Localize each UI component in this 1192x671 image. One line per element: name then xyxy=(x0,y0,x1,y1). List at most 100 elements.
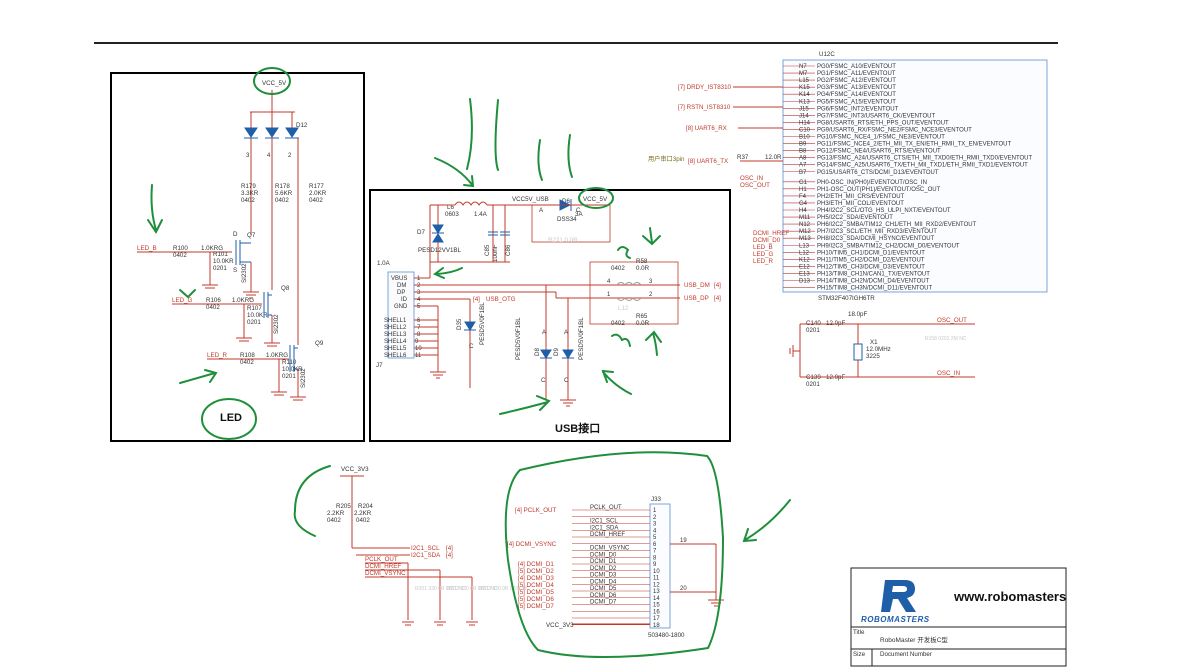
res-val: 3.3KR xyxy=(241,190,259,197)
mosfet-q9-icon xyxy=(289,345,298,372)
i2c-net: I2C1_SDA xyxy=(411,552,441,559)
cam-left-net: [4] DCMI_D1 xyxy=(518,561,554,568)
x1-freq: 12.0MHz xyxy=(866,346,891,353)
common-mode-choke-icon xyxy=(616,282,642,301)
faint-resistor: R158 0201 2M NC xyxy=(925,336,967,342)
rgb-led-icon xyxy=(244,127,299,139)
pin-number: 9 xyxy=(415,339,419,345)
usb-section-title: USB接口 xyxy=(555,421,600,435)
arrow-annotation xyxy=(567,134,573,178)
d7-ref: D7 xyxy=(417,229,425,236)
pin-a: A xyxy=(542,329,547,336)
j33-pin-20: 20 xyxy=(680,586,687,592)
fet-s: S xyxy=(233,267,237,274)
pull-res-pkg: 0201 xyxy=(282,373,296,380)
j33-pin-number: 14 xyxy=(653,596,660,602)
j33-ref: J33 xyxy=(651,496,662,503)
r37-val: 12.0R xyxy=(765,154,782,161)
cam-left-net: [5] DCMI_D7 xyxy=(518,603,554,610)
res-pkg: 0402 xyxy=(309,197,323,204)
pin-number: 8 xyxy=(417,332,421,338)
x1-pkg: 3225 xyxy=(866,353,880,360)
r205-pkg: 0402 xyxy=(327,517,341,524)
mcu-pin-id: M12 xyxy=(799,229,811,235)
j7-pin: GND xyxy=(394,304,408,310)
d6-ref: D6 xyxy=(562,198,570,205)
mcu-pin-id: K14 xyxy=(799,92,810,98)
pull-res-ref: R107 xyxy=(247,305,262,312)
arrow-annotation xyxy=(147,184,163,234)
j33-pin-number: 13 xyxy=(653,589,660,595)
mcu-pin-id: J14 xyxy=(799,113,809,119)
j33-pin-number: 15 xyxy=(653,603,660,609)
pull-res-ref: R110 xyxy=(282,359,297,366)
pin-number: 1 xyxy=(417,276,421,282)
gate-res-ref: R108 xyxy=(240,352,255,359)
mcu-pin-name: PH7/I2C3_SCL/ETH_MII_RXD3/EVENTOUT xyxy=(817,229,937,235)
j33-pin-number: 18 xyxy=(653,623,660,629)
title-block-url: www.robomasters xyxy=(953,589,1066,604)
j33-pin-number: 3 xyxy=(653,522,657,528)
osc-in-net: OSC_IN xyxy=(937,370,960,377)
mcu-pin-name: PH8/I2C3_SDA/DCMI_HSYNC/EVENTOUT xyxy=(817,236,935,242)
j33-part: 503480-1800 xyxy=(648,632,685,639)
usb-dm-net: USB_DM xyxy=(684,282,710,289)
ground-icon xyxy=(290,396,306,401)
l6-pkg: 0603 xyxy=(445,211,459,218)
mcu-pin-name: PH5/I2C2_SDA/EVENTOUT xyxy=(817,215,893,221)
usb-section: VCC5V_USB VCC_5V L6 0603 1.4A D6 DSS34 3… xyxy=(369,189,731,442)
mcu-part: STM32F407IGH6TR xyxy=(818,295,875,302)
arrow-annotation xyxy=(434,157,475,188)
arrow-annotation xyxy=(179,289,196,299)
cam-left-net: [5] DCMI_D6 xyxy=(518,596,554,603)
mosfet-q7-icon xyxy=(235,240,251,265)
handwritten-annotations xyxy=(147,67,791,658)
gate-res-pkg: 0402 xyxy=(173,252,187,259)
cam-net: DCMI_VSYNC xyxy=(365,570,406,577)
ground-icon xyxy=(434,621,446,626)
led-pin: 3 xyxy=(246,153,250,159)
mcu-pin-id: N7 xyxy=(799,64,807,70)
pin-c: C xyxy=(469,343,474,350)
mcu-pin-name: PG6/FSMC_INT2/EVENTOUT xyxy=(817,106,899,112)
j33-net-label: DCMI_VSYNC xyxy=(590,546,630,552)
esd-diode-icon xyxy=(540,349,574,359)
crystal-icon xyxy=(853,343,863,361)
mcu-pin-id: M11 xyxy=(799,215,811,221)
usb-vcc-label: VCC_5V xyxy=(583,196,608,203)
cam-left-net: [4] DCMI_VSYNC xyxy=(507,541,557,548)
mcu-pin-id: H4 xyxy=(799,208,807,214)
arrow-annotation xyxy=(499,395,551,415)
mcu-pin-id: A8 xyxy=(799,156,807,162)
ext-net: [8] UART6_TX xyxy=(688,158,728,165)
j7-pin-numbers: 1 2 3 4 5 6 7 8 9 10 11 xyxy=(415,276,422,359)
arrow-annotation xyxy=(645,330,662,356)
c140-pkg: 0201 xyxy=(806,327,820,334)
j33-pin-number: 16 xyxy=(653,609,660,615)
mcu-pin-name: PG11/FSMC_NCE4_2/ETH_MII_TX_EN/ETH_RMII_… xyxy=(817,142,1011,148)
gate-res-val: 1.0KRG xyxy=(232,297,254,304)
faint-resistor: R201 330.0R 0201 NC xyxy=(415,586,466,592)
ground-icon xyxy=(402,621,414,626)
fet-d: D xyxy=(233,231,238,238)
d35-part: PESD5V0F1BL xyxy=(479,302,486,345)
mcu-pin-id: K12 xyxy=(799,257,810,263)
arrow-annotation xyxy=(611,333,631,347)
ext-net: [7] DRDY_IST8310 xyxy=(678,84,732,91)
osc-out-net: OSC_OUT xyxy=(937,317,967,324)
tvs-diode-icon xyxy=(432,224,444,243)
j7-pin: SHELL3 xyxy=(384,332,407,338)
ground-icon xyxy=(202,284,218,289)
ground-icon xyxy=(430,371,446,379)
mcu-pin-id: K13 xyxy=(799,99,810,105)
pull-res-ref: R101 xyxy=(213,251,228,258)
mcu-pin-name: PH2/ETH_MII_CRS/EVENTOUT xyxy=(817,194,905,200)
j7-pin: SHELL6 xyxy=(384,353,407,359)
r37-ref: R37 xyxy=(737,154,749,161)
usb-dp-net: USB_DP xyxy=(684,295,709,302)
faint-resistor: R203 330.0R 0201 NC xyxy=(479,586,530,592)
mcu-pin-id: J15 xyxy=(799,106,809,112)
usb-otg-net: USB_OTG xyxy=(486,296,516,303)
d6-current: 3A xyxy=(575,211,583,218)
